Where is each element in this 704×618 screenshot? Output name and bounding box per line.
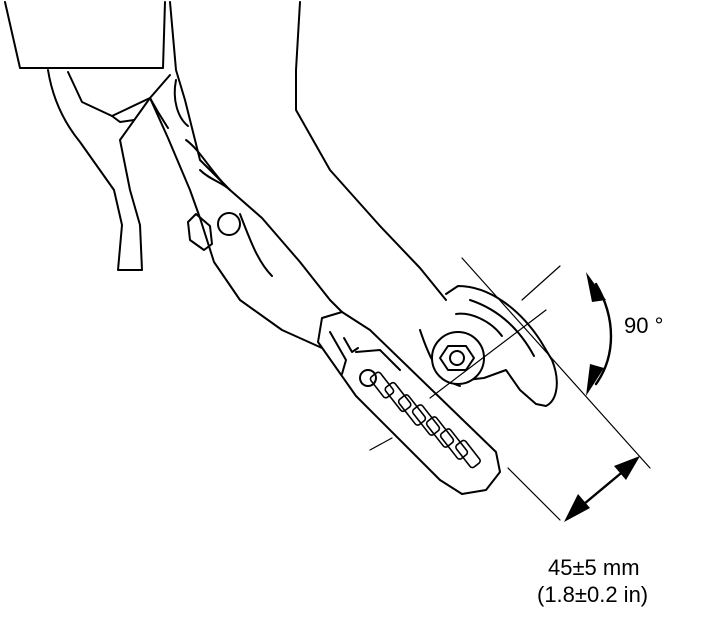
arm-tab xyxy=(187,213,213,251)
angle-arrow xyxy=(586,272,613,396)
pedal-arm xyxy=(149,1,435,393)
pad-grip-pattern xyxy=(369,371,481,469)
pedal-pad xyxy=(317,311,501,495)
pivot-hole xyxy=(217,212,241,236)
distance-arrow xyxy=(564,456,640,522)
pedal-bracket xyxy=(4,1,171,271)
distance-annotation-in: (1.8±0.2 in) xyxy=(537,582,649,607)
distance-annotation-mm: 45±5 mm xyxy=(548,555,640,580)
dimension-extension-lines xyxy=(369,257,651,521)
angle-annotation: 90 ° xyxy=(624,313,664,338)
